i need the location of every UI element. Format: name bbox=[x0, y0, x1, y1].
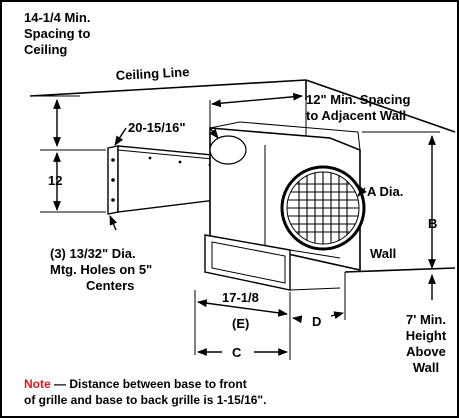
wall-label: Wall bbox=[370, 246, 396, 261]
note-line-2: of grille and base to back grille is 1-1… bbox=[24, 393, 266, 407]
dim-e-value: 17-1/8 bbox=[222, 290, 259, 305]
ceiling-spacing-line-1: 14-1/4 Min. bbox=[24, 10, 90, 25]
dimension-lines bbox=[35, 92, 440, 360]
mounting-holes-label: (3) 13/32" Dia. Mtg. Holes on 5" Centers bbox=[50, 246, 152, 293]
note: Note — Distance between base to front of… bbox=[24, 377, 266, 407]
height-above-line-1: 7' Min. bbox=[406, 312, 446, 327]
diameter-label: A Dia. bbox=[367, 184, 403, 199]
note-line-1: Note — Distance between base to front bbox=[24, 377, 247, 391]
front-grille bbox=[280, 165, 366, 251]
mounting-holes-line-1: (3) 13/32" Dia. bbox=[50, 246, 136, 261]
note-prefix: Note bbox=[24, 377, 51, 391]
ceiling-spacing-label: 14-1/4 Min. Spacing to Ceiling bbox=[24, 10, 91, 57]
mounting-holes-line-2: Mtg. Holes on 5" bbox=[50, 262, 152, 277]
mounting-holes-line-3: Centers bbox=[86, 278, 134, 293]
ceiling-spacing-line-2: Spacing to bbox=[24, 26, 91, 41]
height-above-wall-label: 7' Min. Height Above Wall bbox=[406, 312, 447, 375]
height-above-line-2: Height bbox=[406, 328, 447, 343]
dim-c-label: C bbox=[232, 345, 242, 360]
ceiling-spacing-line-3: Ceiling bbox=[24, 42, 67, 57]
wall-spacing-line-2: to Adjacent Wall bbox=[306, 108, 406, 123]
ceiling-line-label: Ceiling Line bbox=[115, 64, 189, 83]
bracket-width-label: 20-15/16" bbox=[128, 120, 185, 135]
bracket-height-label: 12 bbox=[48, 173, 62, 188]
note-line-1-text: — Distance between base to front bbox=[51, 377, 247, 391]
dim-d-label: D bbox=[312, 314, 321, 329]
wall-spacing-line-1: 12" Min. Spacing bbox=[306, 92, 410, 107]
wall-spacing-label: 12" Min. Spacing to Adjacent Wall bbox=[306, 92, 410, 123]
height-above-line-4: Wall bbox=[413, 360, 439, 375]
dim-b-label: B bbox=[428, 216, 437, 231]
dim-e-letter: (E) bbox=[232, 316, 249, 331]
height-above-line-3: Above bbox=[406, 344, 446, 359]
